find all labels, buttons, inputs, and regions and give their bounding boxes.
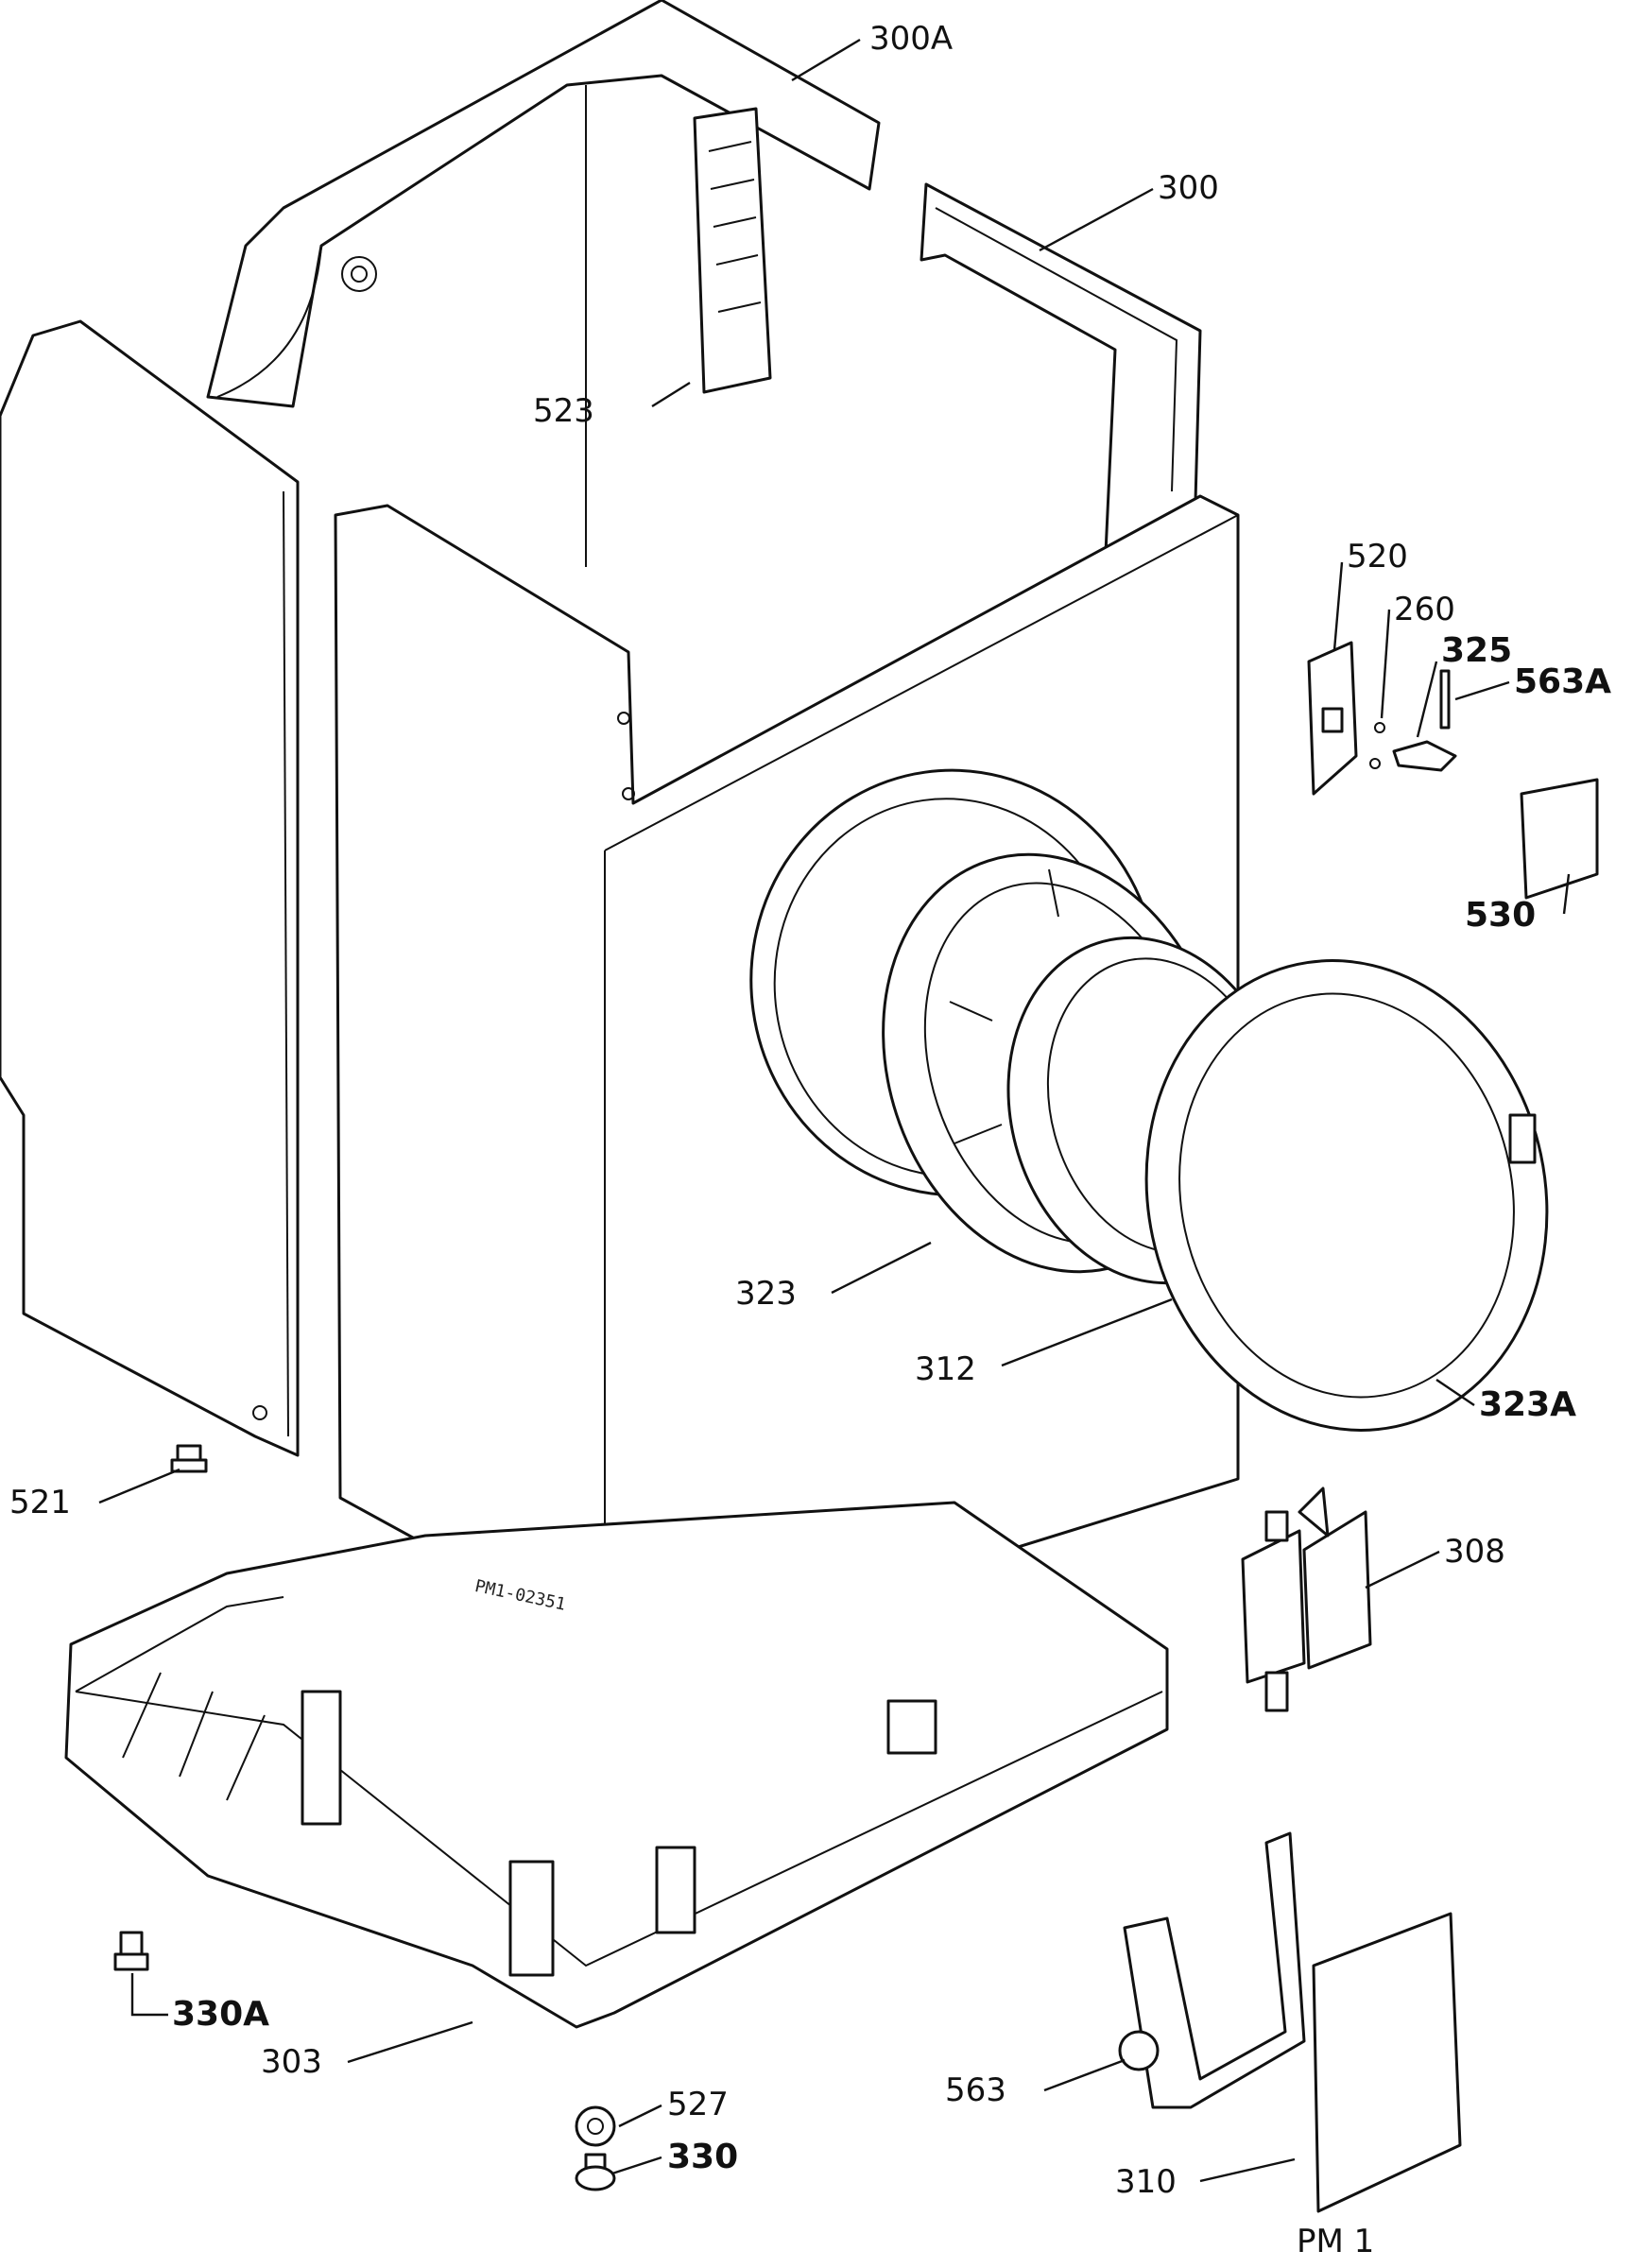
drain-bracket — [1118, 1831, 1306, 2109]
rear-bracket — [693, 107, 772, 394]
label-563a: 563A — [1514, 662, 1612, 701]
washer-527 — [575, 2105, 616, 2147]
rear-cabinet-frame — [206, 0, 881, 567]
screw-521 — [170, 1444, 208, 1473]
door-handle-parts — [1307, 641, 1457, 796]
label-325: 325 — [1441, 631, 1513, 670]
left-side-panel — [0, 319, 300, 1457]
page-code: PM 1 — [1297, 2223, 1375, 2260]
label-300: 300 — [1158, 169, 1219, 207]
small-cover — [1520, 778, 1599, 900]
label-303: 303 — [261, 2043, 322, 2081]
label-330a: 330A — [172, 1995, 270, 2034]
label-520: 520 — [1347, 538, 1408, 576]
door-outer-ring — [1144, 959, 1549, 1432]
label-527: 527 — [667, 2086, 729, 2123]
label-530: 530 — [1465, 896, 1537, 935]
label-323: 323 — [735, 1275, 797, 1313]
label-312: 312 — [915, 1350, 976, 1388]
foot-330 — [575, 2153, 616, 2191]
label-308: 308 — [1444, 1533, 1505, 1571]
label-521: 521 — [9, 1484, 71, 1521]
base-frame — [64, 1501, 1169, 2029]
label-310: 310 — [1115, 2163, 1177, 2201]
right-side-frame — [920, 182, 1202, 555]
label-260: 260 — [1394, 591, 1455, 628]
label-330: 330 — [667, 2138, 739, 2176]
door-hinge — [1241, 1486, 1372, 1712]
label-300a: 300A — [869, 20, 954, 58]
label-563: 563 — [945, 2071, 1006, 2109]
label-323a: 323A — [1479, 1385, 1577, 1424]
foot-330a — [113, 1931, 149, 1971]
service-flap — [1312, 1912, 1462, 2213]
label-523: 523 — [533, 392, 594, 430]
leader-lines — [98, 38, 1571, 2183]
